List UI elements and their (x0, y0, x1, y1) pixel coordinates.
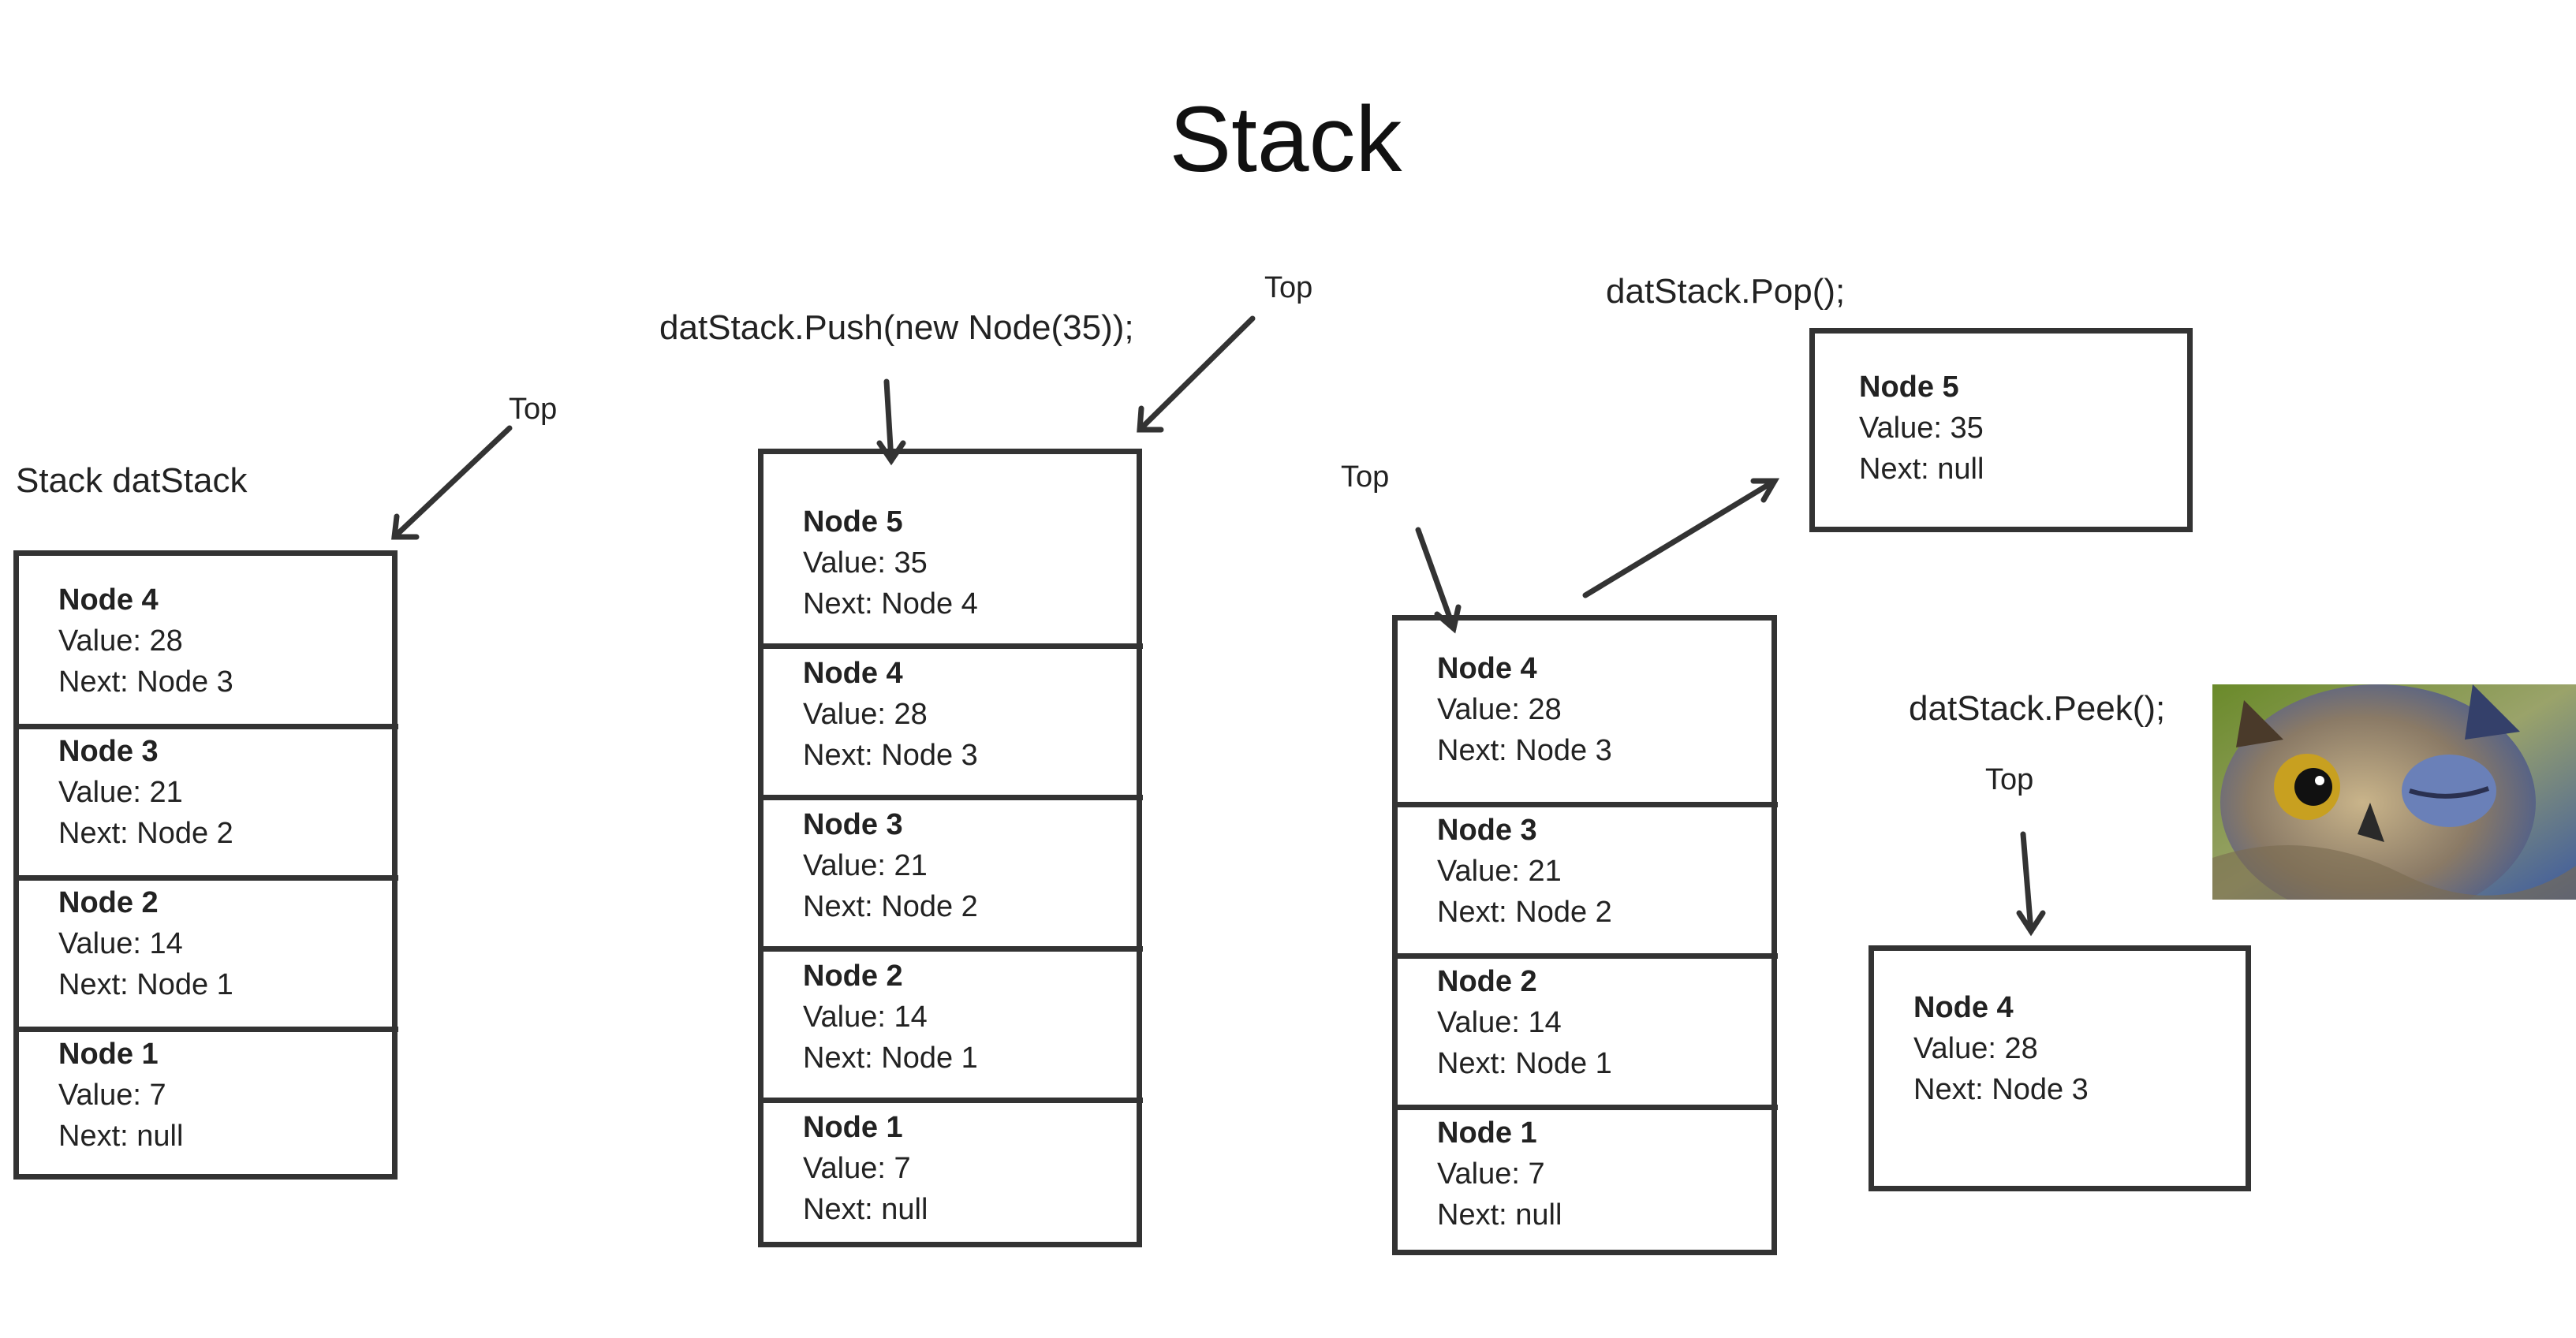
stack-node: Node 4 Value: 28 Next: Node 3 (763, 653, 1137, 776)
arrow-top-push (1137, 315, 1256, 433)
pop-stack-box: Node 4 Value: 28 Next: Node 3 Node 3 Val… (1392, 615, 1778, 1255)
popped-node: Node 5 Value: 35 Next: null (1815, 367, 2187, 490)
arrow-head-top-initial (391, 513, 420, 540)
node-value: Value: 14 (58, 927, 183, 960)
node-next: Next: Node 2 (803, 890, 978, 923)
node-next: Next: Node 2 (1437, 896, 1612, 929)
node-value: Value: 21 (803, 849, 928, 882)
node-next: Next: null (58, 1120, 184, 1153)
node-next: Next: null (803, 1193, 928, 1226)
stack-node: Node 3 Value: 21 Next: Node 2 (763, 804, 1137, 927)
stack-node: Node 4 Value: 28 Next: Node 3 (19, 580, 392, 703)
node-value: Value: 7 (803, 1152, 911, 1185)
peek-operation-label: datStack.Peek(); (1909, 689, 2166, 728)
node-name: Node 4 (1913, 991, 2014, 1024)
node-next: Next: Node 1 (58, 968, 233, 1001)
node-next: Next: Node 4 (803, 587, 978, 621)
node-name: Node 2 (58, 886, 159, 919)
arrow-top-pop (1415, 527, 1457, 632)
stack-node: Node 2 Value: 14 Next: Node 1 (19, 882, 392, 1005)
peeked-node-box: Node 4 Value: 28 Next: Node 3 (1869, 945, 2251, 1191)
node-next: Next: Node 3 (803, 739, 978, 772)
diagram-title: Stack (1169, 88, 1402, 192)
node-divider (17, 1027, 398, 1032)
top-label-initial: Top (509, 393, 558, 426)
node-name: Node 4 (58, 583, 159, 617)
node-value: Value: 35 (1859, 412, 1984, 445)
node-name: Node 1 (1437, 1116, 1537, 1150)
node-value: Value: 28 (803, 698, 928, 731)
node-divider (1396, 953, 1778, 959)
node-divider (762, 1098, 1143, 1103)
node-next: Next: Node 3 (1437, 734, 1612, 767)
node-divider (17, 875, 398, 881)
peeked-node: Node 4 Value: 28 Next: Node 3 (1874, 987, 2246, 1110)
node-next: Next: null (1859, 453, 1984, 486)
node-divider (762, 643, 1143, 649)
node-value: Value: 21 (1437, 855, 1562, 888)
popped-node-box: Node 5 Value: 35 Next: null (1809, 328, 2193, 532)
node-divider (1396, 1105, 1778, 1110)
top-label-peek: Top (1985, 763, 2034, 796)
node-next: Next: Node 1 (1437, 1047, 1612, 1080)
push-stack-box: Node 5 Value: 35 Next: Node 4 Node 4 Val… (758, 449, 1143, 1247)
stack-node: Node 1 Value: 7 Next: null (19, 1034, 392, 1157)
stack-node: Node 2 Value: 14 Next: Node 1 (763, 956, 1137, 1079)
node-name: Node 3 (803, 808, 903, 841)
stack-node: Node 2 Value: 14 Next: Node 1 (1398, 961, 1771, 1084)
node-name: Node 4 (803, 657, 903, 690)
node-name: Node 5 (1859, 371, 1959, 404)
stack-node: Node 1 Value: 7 Next: null (763, 1107, 1137, 1230)
node-divider (17, 724, 398, 729)
node-next: Next: Node 3 (1913, 1073, 2089, 1106)
node-name: Node 2 (803, 960, 903, 993)
node-value: Value: 7 (1437, 1157, 1545, 1191)
node-name: Node 3 (1437, 814, 1537, 847)
arrow-head-top-peek (2016, 910, 2046, 937)
arrow-top-peek (2020, 831, 2034, 934)
node-value: Value: 14 (1437, 1006, 1562, 1039)
node-value: Value: 28 (1437, 693, 1562, 726)
node-value: Value: 21 (58, 776, 183, 809)
node-next: Next: Node 1 (803, 1042, 978, 1075)
node-name: Node 4 (1437, 652, 1537, 685)
push-operation-label: datStack.Push(new Node(35)); (659, 308, 1134, 347)
node-next: Next: null (1437, 1198, 1562, 1232)
owl-image (2212, 684, 2576, 900)
node-divider (762, 795, 1143, 800)
top-label-pop: Top (1341, 460, 1390, 494)
node-value: Value: 7 (58, 1079, 166, 1112)
stack-node: Node 4 Value: 28 Next: Node 3 (1398, 648, 1771, 771)
arrow-head-top-pop (1434, 604, 1462, 634)
stack-node: Node 5 Value: 35 Next: Node 4 (763, 501, 1137, 624)
stack-node: Node 3 Value: 21 Next: Node 2 (19, 731, 392, 854)
pop-operation-label: datStack.Pop(); (1606, 272, 1846, 311)
stack-node: Node 1 Value: 7 Next: null (1398, 1113, 1771, 1236)
stack-node: Node 3 Value: 21 Next: Node 2 (1398, 810, 1771, 933)
node-value: Value: 28 (58, 624, 183, 658)
node-value: Value: 14 (803, 1001, 928, 1034)
node-name: Node 1 (58, 1038, 159, 1071)
node-next: Next: Node 2 (58, 817, 233, 850)
arrow-head-push (876, 440, 906, 466)
arrow-top-initial (391, 425, 513, 540)
node-divider (762, 946, 1143, 952)
node-value: Value: 28 (1913, 1032, 2038, 1065)
top-label-push: Top (1264, 271, 1313, 304)
node-name: Node 2 (1437, 965, 1537, 998)
stack-label: Stack datStack (16, 461, 248, 500)
node-divider (1396, 802, 1778, 807)
arrow-head-pop (1750, 478, 1780, 503)
arrow-pop (1582, 478, 1778, 598)
initial-stack-box: Node 4 Value: 28 Next: Node 3 Node 3 Val… (13, 550, 398, 1180)
node-name: Node 1 (803, 1111, 903, 1144)
node-name: Node 3 (58, 735, 159, 768)
owl-photo (2212, 684, 2576, 900)
arrow-push (883, 378, 894, 464)
node-value: Value: 35 (803, 546, 928, 580)
node-name: Node 5 (803, 505, 903, 539)
node-next: Next: Node 3 (58, 665, 233, 699)
arrow-head-top-push (1137, 405, 1164, 433)
